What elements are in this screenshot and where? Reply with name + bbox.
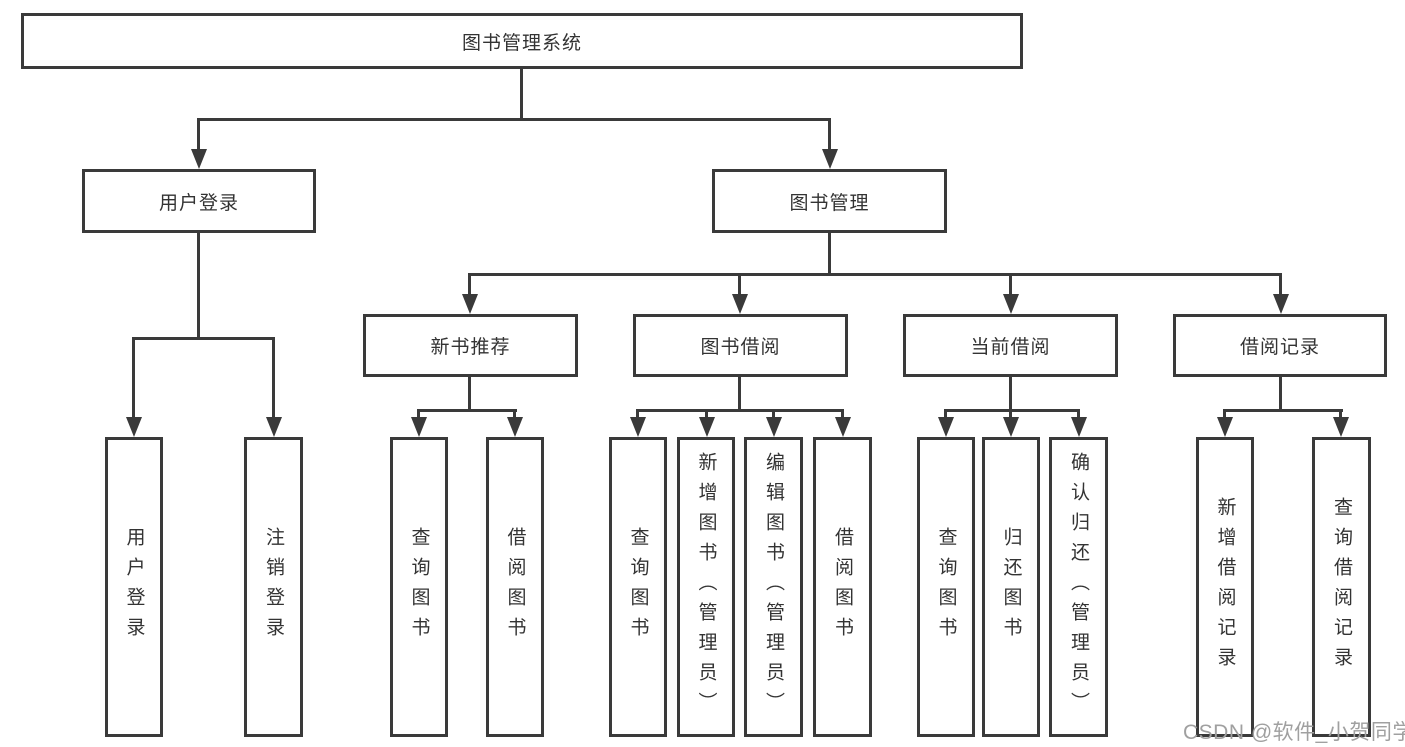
leaf-label: 查询借阅记录 (1331, 497, 1352, 677)
leaf-label: 确认归还（管理员） (1068, 452, 1089, 722)
connector-line (520, 69, 523, 118)
connector-line (1009, 377, 1012, 409)
node-book-management: 图书管理 (712, 169, 947, 233)
connector-arrow (1279, 273, 1282, 294)
leaf-label: 查询图书 (935, 527, 957, 647)
leaf-label: 查询图书 (627, 527, 649, 647)
connector-arrow (468, 273, 471, 294)
connector-arrow (272, 337, 275, 417)
leaf-label: 借阅图书 (832, 527, 853, 647)
connector-line (417, 409, 517, 412)
connector-line (197, 232, 200, 337)
connector-line (1279, 377, 1282, 409)
leaf-label: 用户登录 (123, 527, 145, 647)
connector-arrow (417, 409, 420, 417)
leaf-query-books-recommend: 查询图书 (390, 437, 448, 737)
node-library-system: 图书管理系统 (21, 13, 1023, 69)
connector-arrow (841, 409, 844, 417)
connector-line (738, 377, 741, 409)
connector-line (468, 273, 1281, 276)
node-label: 借阅记录 (1239, 337, 1320, 358)
node-book-borrow: 图书借阅 (633, 314, 848, 377)
connector-arrow (1339, 409, 1342, 417)
connector-arrow (132, 337, 135, 417)
connector-arrow (738, 273, 741, 294)
connector-line (468, 377, 471, 409)
connector-arrow (944, 409, 947, 417)
leaf-query-books-borrow: 查询图书 (609, 437, 667, 737)
leaf-borrow-books: 借阅图书 (813, 437, 872, 737)
leaf-add-book-admin: 新增图书（管理员） (677, 437, 735, 737)
leaf-label: 注销登录 (263, 527, 284, 647)
node-current-borrow: 当前借阅 (903, 314, 1118, 377)
connector-line (636, 409, 844, 412)
connector-line (132, 337, 275, 340)
leaf-add-borrow-record: 新增借阅记录 (1196, 437, 1254, 737)
connector-arrow (772, 409, 775, 417)
connector-arrow (1009, 273, 1012, 294)
leaf-label: 查询图书 (408, 527, 430, 647)
connector-arrow (828, 118, 831, 149)
leaf-confirm-return-admin: 确认归还（管理员） (1049, 437, 1108, 737)
leaf-edit-book-admin: 编辑图书（管理员） (744, 437, 803, 737)
leaf-label: 归还图书 (1000, 527, 1022, 647)
connector-arrow (513, 409, 516, 417)
connector-line (197, 118, 831, 121)
leaf-query-books-current: 查询图书 (917, 437, 975, 737)
connector-arrow (1009, 409, 1012, 417)
node-label: 用户登录 (158, 192, 239, 214)
connector-arrow (1077, 409, 1080, 417)
leaf-label: 新增图书（管理员） (695, 452, 717, 722)
leaf-return-book: 归还图书 (982, 437, 1040, 737)
node-label: 图书借阅 (700, 337, 781, 358)
node-new-book-recommend: 新书推荐 (363, 314, 578, 377)
connector-arrow (705, 409, 708, 417)
node-label: 当前借阅 (970, 337, 1051, 358)
node-user-login: 用户登录 (82, 169, 316, 233)
connector-arrow (1223, 409, 1226, 417)
node-borrow-records: 借阅记录 (1173, 314, 1387, 377)
connector-line (828, 233, 831, 273)
connector-arrow (636, 409, 639, 417)
leaf-label: 编辑图书（管理员） (763, 452, 784, 722)
leaf-label: 新增借阅记录 (1214, 497, 1236, 677)
csdn-watermark: CSDN @软件_小贺同学 (1183, 721, 1405, 744)
leaf-user-login: 用户登录 (105, 437, 163, 737)
connector-arrow (197, 118, 200, 149)
leaf-label: 借阅图书 (504, 527, 526, 647)
connector-line (944, 409, 1080, 412)
connector-line (1223, 409, 1343, 412)
leaf-borrow-books-recommend: 借阅图书 (486, 437, 544, 737)
node-label: 图书管理 (789, 192, 870, 214)
leaf-query-borrow-record: 查询借阅记录 (1312, 437, 1371, 737)
leaf-logout: 注销登录 (244, 437, 303, 737)
node-label: 图书管理系统 (461, 32, 582, 54)
node-label: 新书推荐 (430, 337, 511, 358)
